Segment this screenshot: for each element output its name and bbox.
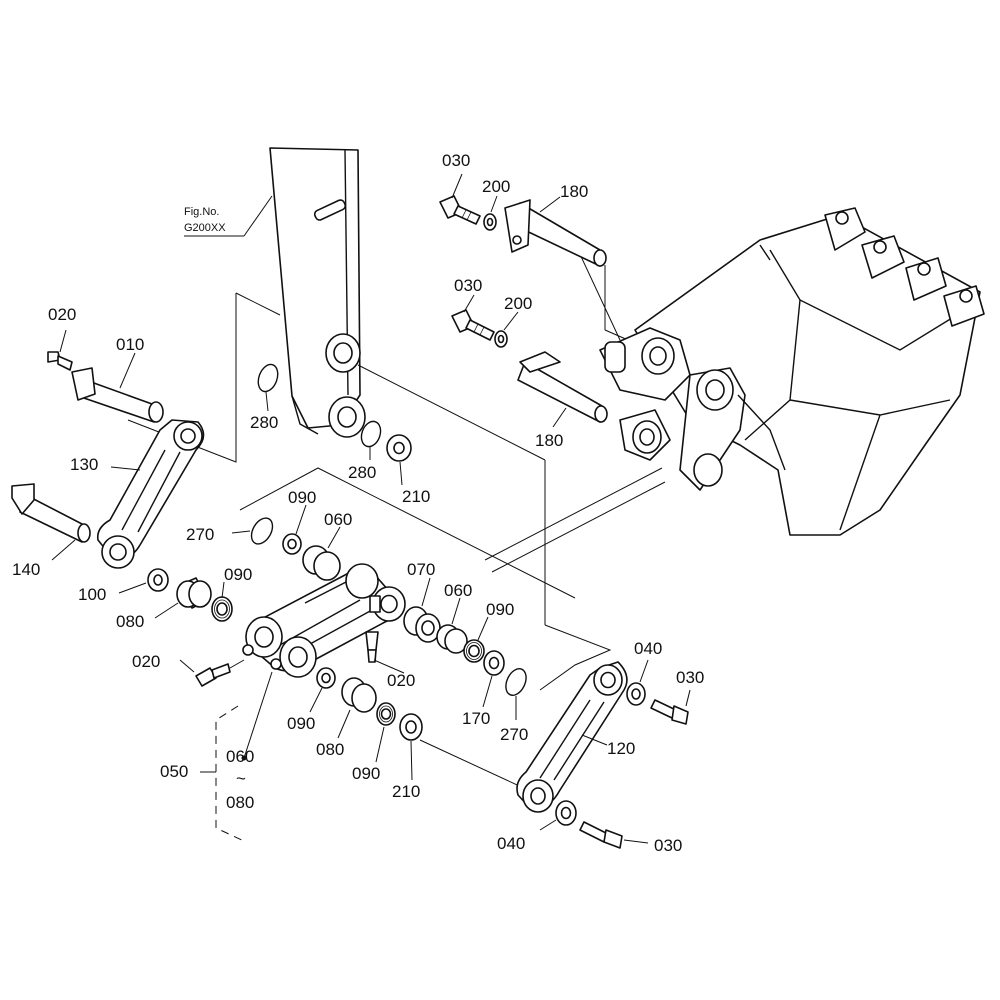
label-050: 050: [160, 762, 188, 781]
label-030-top: 030: [442, 151, 470, 170]
label-060-upper: 060: [324, 510, 352, 529]
label-010: 010: [116, 335, 144, 354]
figure-reference: Fig.No. G200XX: [184, 195, 273, 237]
label-200-top: 200: [482, 177, 510, 196]
arm: [269, 147, 366, 438]
bushing-070: [403, 606, 441, 643]
label-030-right: 030: [676, 668, 704, 687]
label-180-mid: 180: [535, 431, 563, 450]
label-040-bottom: 040: [497, 834, 525, 853]
part-labels: 020 010 130 140 100 080 090 270 090 060 …: [12, 151, 704, 855]
washer-200-top: [483, 213, 497, 231]
label-080-left: 080: [116, 612, 144, 631]
grease-nipple-020-mid: [195, 659, 245, 687]
label-060-right: 060: [444, 581, 472, 600]
bushing-060-right: [436, 624, 468, 654]
bolt-030-mid: [451, 309, 495, 341]
bolt-030-right: [650, 699, 689, 725]
assembly-bracket-050: [200, 671, 273, 843]
pin-140: [11, 483, 91, 543]
bushing-060-upper: [302, 545, 341, 581]
label-020-mid: 020: [132, 652, 160, 671]
nut-040-bottom: [555, 800, 577, 826]
o-ring-280-mid: [360, 420, 382, 448]
shim-100: [147, 568, 169, 592]
label-100: 100: [78, 585, 106, 604]
range-to: 080: [226, 793, 254, 812]
figure-ref-line1: Fig.No.: [184, 206, 219, 218]
nut-040-top: [626, 682, 646, 706]
pin-180-upper: [504, 199, 607, 267]
bushing-080-lower: [341, 677, 377, 713]
label-090-left: 090: [224, 565, 252, 584]
label-090-right: 090: [486, 600, 514, 619]
link-050: [242, 563, 406, 678]
label-270-left: 270: [186, 525, 214, 544]
label-020-link: 020: [387, 671, 415, 690]
label-030-bottom: 030: [654, 836, 682, 855]
figure-ref-line2: G200XX: [184, 222, 226, 234]
label-080-lower: 080: [316, 740, 344, 759]
link-130: [96, 419, 205, 569]
seal-090-lower-a: [316, 667, 336, 689]
shim-170: [483, 650, 505, 676]
pin-010: [71, 367, 164, 423]
label-020-top: 020: [48, 305, 76, 324]
seal-090-left: [211, 596, 233, 622]
label-030-mid: 030: [454, 276, 482, 295]
label-040-top: 040: [634, 639, 662, 658]
range-from: 060: [226, 747, 254, 766]
label-170: 170: [462, 709, 490, 728]
o-ring-270-left: [250, 517, 274, 545]
label-090-lower-a: 090: [287, 714, 315, 733]
grease-nipple-020-link: [365, 631, 379, 663]
bushing-080-left: [176, 577, 212, 609]
link-120: [516, 661, 628, 813]
seal-090-right: [463, 639, 485, 663]
label-090-lower-b: 090: [352, 764, 380, 783]
label-210-lower: 210: [392, 782, 420, 801]
pin-180-lower: [517, 351, 608, 423]
shim-210-upper: [386, 434, 412, 462]
label-280-mid: 280: [348, 463, 376, 482]
label-140: 140: [12, 560, 40, 579]
label-200-mid: 200: [504, 294, 532, 313]
label-070: 070: [407, 560, 435, 579]
o-ring-280-left: [257, 363, 279, 393]
label-090-upper: 090: [288, 488, 316, 507]
leader-lines: [51, 173, 691, 844]
bolt-030-bottom: [579, 821, 623, 849]
label-210-upper: 210: [402, 487, 430, 506]
range-tilde: ~: [236, 769, 246, 788]
label-130: 130: [70, 455, 98, 474]
label-120: 120: [607, 739, 635, 758]
washer-200-mid: [494, 330, 508, 348]
shim-210-lower: [399, 713, 423, 741]
bolt-030-top: [439, 195, 481, 225]
seal-090-lower-b: [376, 702, 396, 726]
label-280-left: 280: [250, 413, 278, 432]
label-270-right: 270: [500, 725, 528, 744]
label-180-top: 180: [560, 182, 588, 201]
seal-090-upper: [282, 533, 302, 555]
o-ring-270-right: [505, 668, 527, 696]
bucket: [599, 207, 985, 536]
grease-nipple-020-top: [47, 351, 73, 371]
